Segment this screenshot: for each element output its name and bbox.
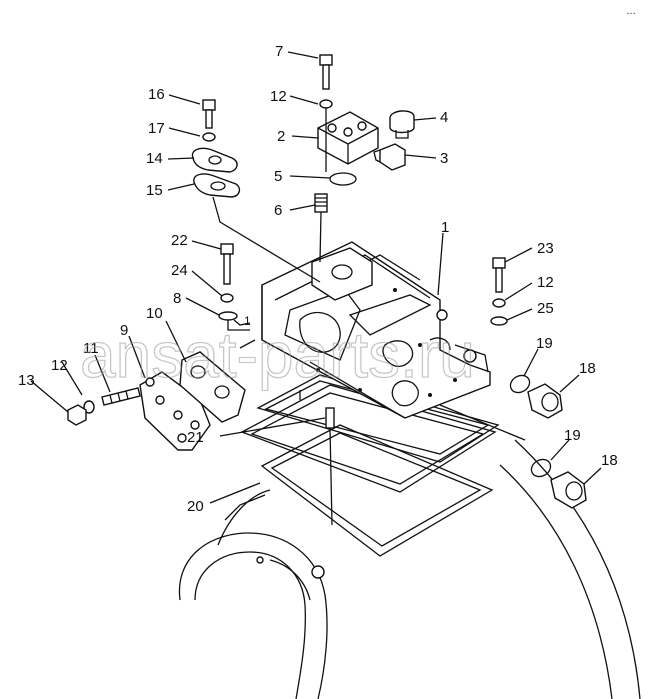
stud-11 (101, 387, 141, 406)
callout-20: 20 (187, 498, 204, 515)
callout-18-lower: 18 (601, 452, 618, 469)
nut-13 (67, 404, 87, 426)
cover (317, 111, 379, 165)
callout-3: 3 (440, 150, 448, 167)
gasket-plate-10 (179, 351, 246, 423)
callout-6: 6 (274, 202, 282, 219)
callout-21: 21 (187, 429, 204, 446)
bushing (314, 193, 328, 213)
corner-mark: … (626, 6, 636, 17)
callout-12-right: 12 (537, 274, 554, 291)
callout-labels: 1 2 3 4 5 6 7 8 9 10 11 12 12 12 13 14 1… (18, 43, 618, 515)
callout-2: 2 (277, 128, 285, 145)
o-ring-5 (329, 172, 357, 186)
callout-12-top: 12 (270, 88, 287, 105)
callout-16: 16 (148, 86, 165, 103)
callout-14: 14 (146, 150, 163, 167)
callout-25: 25 (537, 300, 554, 317)
callout-22: 22 (171, 232, 188, 249)
callout-7: 7 (275, 43, 283, 60)
callout-19-upper: 19 (536, 335, 553, 352)
flange-14 (191, 147, 238, 173)
callout-23: 23 (537, 240, 554, 257)
plug-18-lower (550, 471, 587, 509)
callout-5: 5 (274, 168, 282, 185)
bolt-22 (218, 243, 238, 321)
callout-8: 8 (173, 290, 181, 307)
dowel-pin (325, 407, 335, 429)
plug-18-upper (527, 383, 563, 419)
callout-1: 1 (441, 219, 449, 236)
callout-15: 15 (146, 182, 163, 199)
ref-mark-1: 1 (244, 314, 251, 328)
callout-19-lower: 19 (564, 427, 581, 444)
callout-10: 10 (146, 305, 163, 322)
watermark: ansat-parts.ru (80, 319, 475, 391)
callout-24: 24 (171, 262, 188, 279)
sensor (389, 110, 415, 139)
bolt-16 (202, 99, 216, 142)
base-gasket (240, 384, 497, 557)
leader-lines: 1 (30, 51, 602, 526)
callout-17: 17 (148, 120, 165, 137)
case-top-flange (311, 247, 373, 301)
o-ring-19-lower (530, 458, 552, 478)
bracket-9 (139, 371, 211, 451)
callout-12-left: 12 (51, 357, 68, 374)
callout-11: 11 (83, 340, 99, 357)
callout-13: 13 (18, 372, 35, 389)
gasket-15 (193, 173, 241, 198)
callout-4: 4 (440, 109, 448, 126)
o-ring-19-upper (509, 374, 531, 394)
callout-9: 9 (120, 322, 128, 339)
bolt-23 (490, 257, 508, 326)
transmission-housing (178, 439, 641, 699)
callout-18-upper: 18 (579, 360, 596, 377)
bolt-7 (319, 54, 333, 109)
elbow-fitting (373, 143, 406, 171)
